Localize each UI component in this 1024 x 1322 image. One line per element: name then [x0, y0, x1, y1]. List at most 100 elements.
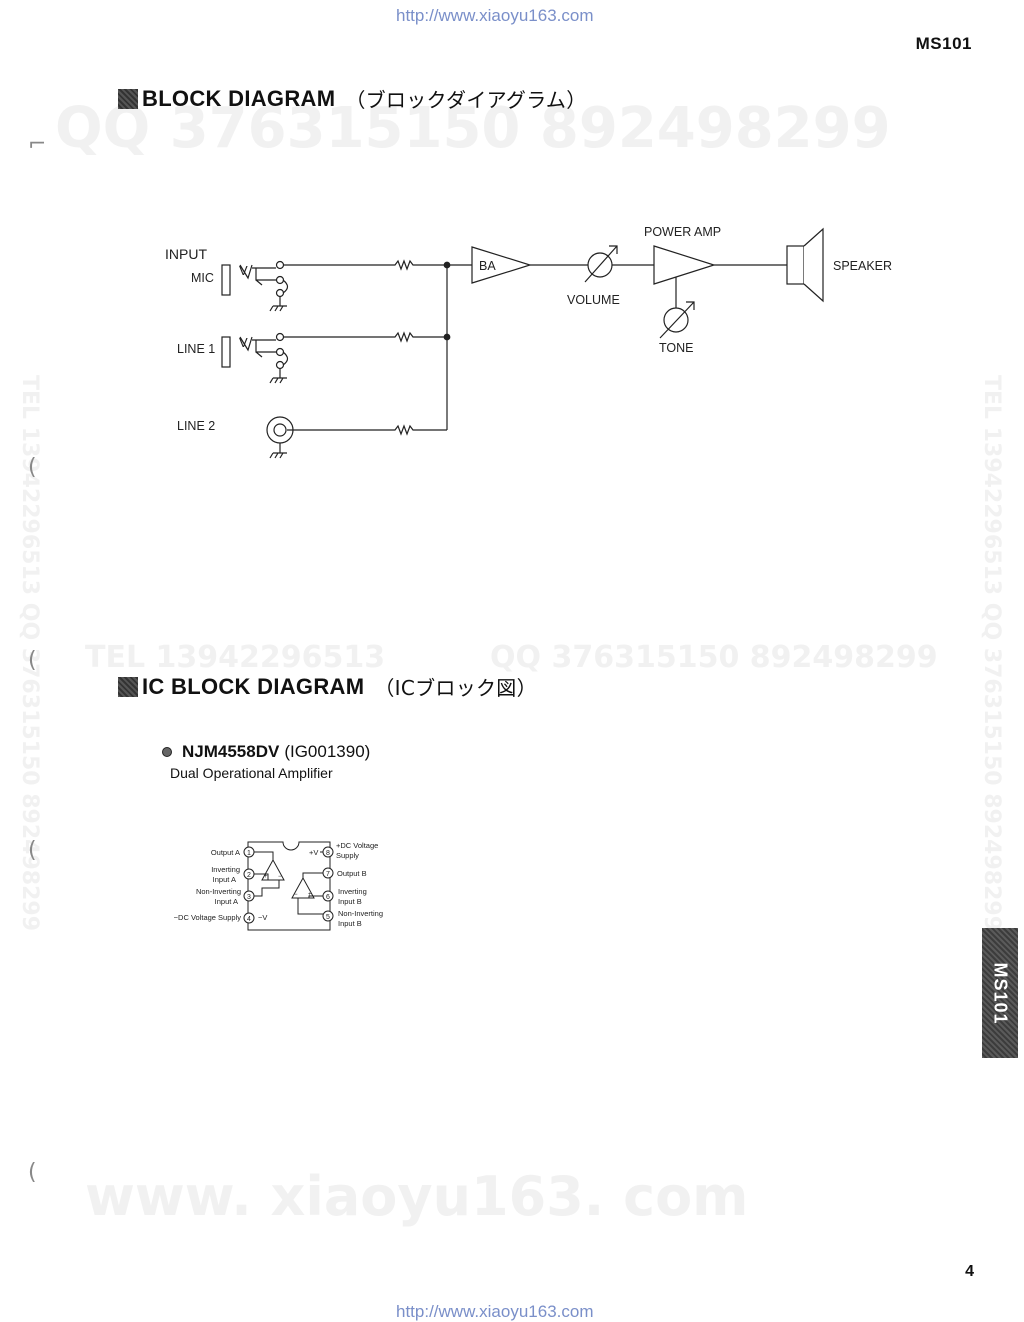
- bullet-icon: [162, 747, 172, 757]
- pin-4: [243, 912, 255, 924]
- pin-3: [243, 890, 255, 902]
- pin-5-number: 5: [326, 914, 330, 921]
- pin-6: [322, 890, 334, 902]
- volume-arrow: [584, 245, 618, 283]
- op-amp-b-plus: +: [308, 892, 312, 898]
- line1-wire: [284, 331, 447, 343]
- label-mic: MIC: [191, 271, 214, 285]
- label-noninverting-a-1: Non-Inverting: [196, 887, 241, 896]
- heading-square-icon: [118, 676, 138, 697]
- line2-rca-center: [273, 423, 287, 437]
- op-amp-a-plus: +: [264, 874, 268, 880]
- label-tone: TONE: [659, 341, 694, 355]
- model-number: MS101: [915, 34, 972, 53]
- mic-terminal-3: [275, 288, 285, 298]
- block-diagram-title-jp: （ブロックダイアグラム）: [345, 88, 587, 112]
- op-amp-b-minus: −: [294, 892, 298, 898]
- label-line2: LINE 2: [177, 419, 215, 433]
- ic-block-diagram-heading: IC BLOCK DIAGRAM （ICブロック図）: [118, 672, 537, 701]
- label-noninverting-b-2: Input B: [338, 919, 362, 928]
- power-amplifier: [653, 245, 716, 285]
- watermark-qq-top: QQ 376315150 892498299: [55, 96, 891, 161]
- mic-ground: [269, 296, 287, 312]
- label-inverting-b-1: Inverting: [338, 887, 367, 896]
- label-inverting-a-1: Inverting: [211, 865, 240, 874]
- label-dc-positive-2: Supply: [336, 851, 359, 860]
- junction-line1: [443, 333, 451, 341]
- tone-arrow: [659, 301, 695, 339]
- pin-1-number: 1: [247, 850, 251, 857]
- ic-package-outline: [247, 841, 331, 931]
- block-diagram-heading: BLOCK DIAGRAM （ブロックダイアグラム）: [118, 84, 587, 113]
- label-inverting-a-2: Input A: [213, 875, 236, 884]
- pin-2: [243, 868, 255, 880]
- margin-mark: (: [28, 838, 37, 863]
- pin-5: [322, 910, 334, 922]
- line2-ground: [269, 443, 287, 459]
- speaker-cone: [803, 227, 824, 303]
- op-amp-b: [291, 876, 315, 899]
- label-speaker: SPEAKER: [833, 259, 892, 273]
- pin-8-number: 8: [326, 850, 330, 857]
- pin-2-number: 2: [247, 872, 251, 879]
- label-noninverting-a-2: Input A: [215, 897, 238, 906]
- margin-mark: (: [28, 1160, 37, 1185]
- line1-terminal-2: [275, 347, 285, 357]
- watermark-bottom: www. xiaoyu163. com: [85, 1165, 749, 1228]
- label-volume: VOLUME: [567, 293, 620, 307]
- label-dc-negative: −DC Voltage Supply: [174, 913, 242, 922]
- watermark-qq-mid: QQ 376315150 892498299: [490, 640, 938, 675]
- label-input: INPUT: [165, 246, 207, 262]
- line1-terminal-1: [275, 332, 285, 342]
- page-number: 4: [965, 1263, 974, 1280]
- line1-jack-switch: [252, 339, 276, 358]
- label-power-amp: POWER AMP: [644, 225, 721, 239]
- label-ba: BA: [479, 259, 496, 273]
- mic-terminal-2: [275, 275, 285, 285]
- label-v-mic: V: [239, 263, 248, 278]
- line1-jack: [221, 336, 231, 368]
- label-line1: LINE 1: [177, 342, 215, 356]
- side-tab: MS101: [982, 928, 1018, 1058]
- ba-amplifier: [471, 246, 533, 284]
- pin-4-number: 4: [247, 916, 251, 923]
- pin-7: [322, 867, 334, 879]
- mic-jack-contact: [239, 264, 253, 280]
- ic-description: Dual Operational Amplifier: [170, 765, 333, 781]
- source-url-top[interactable]: http://www.xiaoyu163.com: [396, 6, 594, 25]
- block-diagram-title: BLOCK DIAGRAM: [142, 85, 336, 111]
- label-minus-v: −V: [258, 913, 267, 922]
- label-noninverting-b-1: Non-Inverting: [338, 909, 383, 918]
- mic-terminal-1: [275, 260, 285, 270]
- mic-loop: [282, 279, 289, 294]
- margin-mark: ⌐: [28, 132, 47, 157]
- line1-terminal-3: [275, 360, 285, 370]
- pin-1: [243, 846, 255, 858]
- ic-part-heading: NJM4558DV (IG001390): [162, 742, 370, 762]
- line1-jack-contact: [239, 336, 253, 352]
- audio-block-diagram: INPUT MIC V LINE 1 V LINE 2 BA VOLUME PO…: [165, 225, 892, 459]
- speaker-magnet: [786, 245, 805, 285]
- line1-ground: [269, 368, 287, 384]
- ic-part-code: (IG001390): [284, 742, 371, 761]
- op-amp-b-wiring: [297, 872, 325, 915]
- watermark-tel-mid: TEL 13942296513: [85, 640, 386, 675]
- ic-part-number: NJM4558DV: [182, 742, 280, 761]
- label-inverting-b-2: Input B: [338, 897, 362, 906]
- pin-8: [322, 846, 334, 858]
- mic-wire: [284, 259, 447, 271]
- source-url-bottom[interactable]: http://www.xiaoyu163.com: [396, 1302, 594, 1321]
- label-output-b: Output B: [337, 869, 367, 878]
- ic-block-diagram-title-jp: （ICブロック図）: [374, 676, 537, 700]
- ic-pinout-diagram: 1 2 3 4 8 7 6 5 Output A Inverting Input…: [174, 841, 383, 931]
- label-dc-positive-1: +DC Voltage: [336, 841, 378, 850]
- side-tab-label: MS101: [990, 961, 1011, 1025]
- label-v-line1: V: [239, 335, 248, 350]
- heading-square-icon: [118, 88, 138, 109]
- op-amp-a-minus: −: [278, 874, 282, 880]
- mic-jack: [221, 264, 231, 296]
- ic-block-diagram-title: IC BLOCK DIAGRAM: [142, 673, 365, 699]
- label-plus-v: +V: [309, 848, 318, 857]
- label-output-a: Output A: [211, 848, 240, 857]
- line1-loop: [282, 351, 289, 366]
